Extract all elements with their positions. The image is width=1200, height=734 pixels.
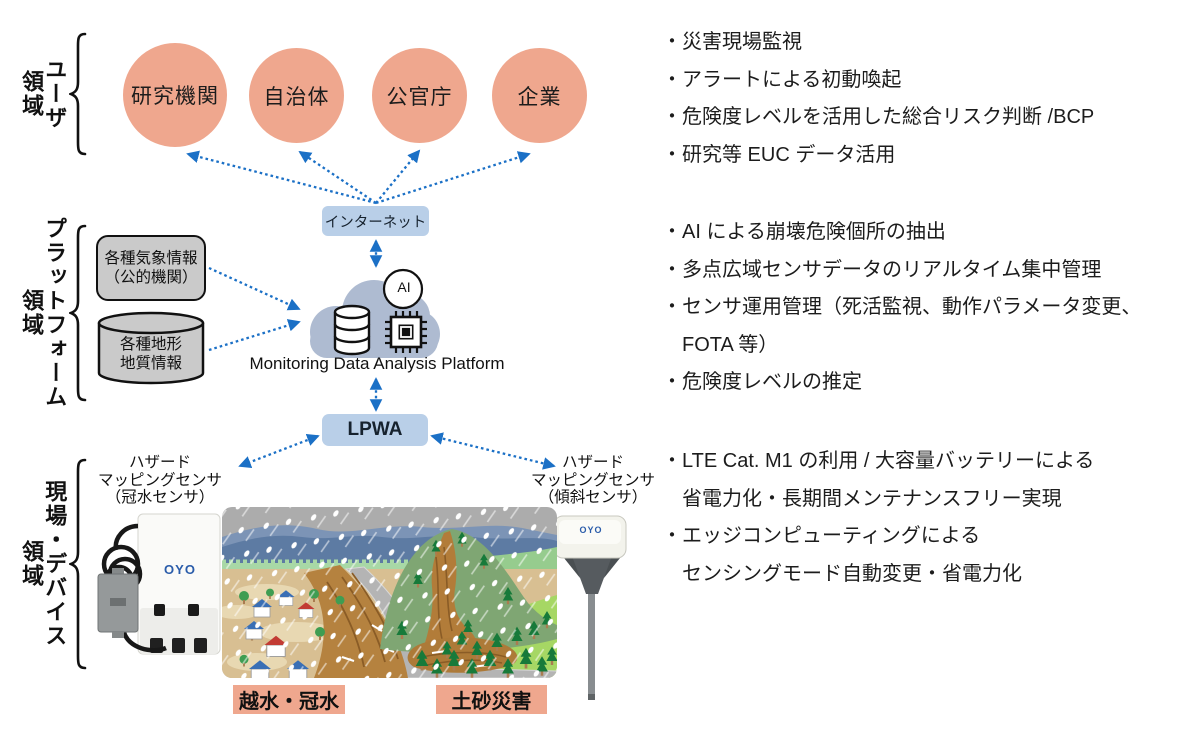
arrow-lpwa-left-sensor bbox=[238, 433, 320, 469]
node-internet: インターネット bbox=[322, 206, 429, 236]
arrow-terrain-cloud bbox=[208, 319, 301, 352]
flood-sensor-logo: OYO bbox=[164, 562, 196, 577]
node-internet-label: インターネット bbox=[324, 214, 427, 231]
arrow-weather-cloud bbox=[208, 266, 301, 311]
node-weather-info: 各種気象情報 （公的機関） bbox=[96, 235, 206, 301]
flood-sensor-illustration bbox=[97, 513, 221, 655]
ai-circle bbox=[382, 268, 424, 310]
tilt-sensor-device: OYO bbox=[550, 512, 634, 704]
node-terrain-database: 各種地形 地質情報 bbox=[96, 311, 206, 389]
left-sensor-label: ハザード マッピングセンサ （冠水センサ） bbox=[92, 454, 228, 507]
domain-field-device-label: 領域 現場・デバイス bbox=[19, 480, 68, 648]
ai-badge: AI bbox=[397, 279, 411, 295]
domain-field-device-suffix: 領域 bbox=[19, 540, 45, 588]
bullet-line-continuation: FOTA 等） bbox=[682, 333, 779, 356]
node-lpwa-label: LPWA bbox=[347, 419, 403, 440]
database-icon bbox=[333, 304, 371, 356]
weather-info-line1: 各種気象情報 bbox=[104, 249, 198, 267]
domain-field-device: 領域 現場・デバイス bbox=[19, 458, 87, 670]
tilt-sensor-logo: OYO bbox=[579, 525, 603, 535]
node-municipality: 自治体 bbox=[249, 48, 344, 143]
arrow-internet-government bbox=[375, 149, 421, 204]
weather-info-line2: （公的機関） bbox=[104, 269, 198, 286]
tilt-sensor-illustration bbox=[553, 515, 627, 700]
left-sensor-line2: マッピングセンサ bbox=[97, 471, 222, 489]
cloud-shape bbox=[310, 268, 440, 358]
bullet-line: ・センサ運用管理（死活監視、動作パラメータ変更、 bbox=[662, 296, 1142, 318]
bullet-line: ・危険度レベルの推定 bbox=[662, 371, 862, 393]
domain-field-device-main: 現場・デバイス bbox=[42, 480, 68, 648]
domain-platform-label: 領域 プラットフォーム bbox=[19, 217, 68, 409]
junction-box bbox=[97, 568, 139, 638]
right-sensor-line1: ハザード bbox=[561, 454, 624, 471]
node-government-office-label: 公官庁 bbox=[386, 85, 453, 109]
left-sensor-line1: ハザード bbox=[128, 454, 191, 471]
node-municipality-label: 自治体 bbox=[263, 85, 330, 109]
node-analysis-cloud bbox=[296, 260, 452, 372]
terrain-database-label: 各種地形 地質情報 bbox=[96, 335, 206, 374]
domain-platform-main: プラットフォーム bbox=[42, 217, 68, 409]
right-sensor-line3: （傾斜センサ） bbox=[538, 489, 648, 506]
domain-user-label: 領域 ユーザ bbox=[19, 58, 68, 130]
domain-platform-suffix: 領域 bbox=[19, 289, 45, 337]
brace-user bbox=[69, 32, 87, 156]
platform-title: Monitoring Data Analysis Platform bbox=[249, 354, 505, 373]
bullet-line: ・危険度レベルを活用した総合リスク判断 /BCP bbox=[662, 106, 1095, 128]
platform-features-list: ・AI による崩壊危険個所の抽出 ・多点広域センサデータのリアルタイム集中管理 … bbox=[662, 214, 1197, 402]
domain-user-suffix: 領域 bbox=[19, 70, 45, 118]
hazard-label-sediment: 土砂災害 bbox=[436, 685, 547, 714]
right-sensor-label: ハザード マッピングセンサ （傾斜センサ） bbox=[518, 454, 668, 507]
node-research-institute: 研究機関 bbox=[123, 43, 227, 147]
node-company: 企業 bbox=[492, 48, 587, 143]
arrow-internet-municipality bbox=[298, 150, 377, 204]
arrow-internet-research bbox=[186, 150, 377, 205]
chip-icon bbox=[385, 311, 427, 353]
bullet-line: ・多点広域センサデータのリアルタイム集中管理 bbox=[662, 258, 1102, 281]
terrain-db-line1: 各種地形 bbox=[119, 336, 182, 353]
database-cylinder-icon bbox=[97, 311, 205, 385]
node-lpwa: LPWA bbox=[322, 414, 428, 446]
node-government-office: 公官庁 bbox=[372, 48, 467, 143]
bullet-line: ・アラートによる初動喚起 bbox=[662, 68, 902, 91]
right-sensor-line2: マッピングセンサ bbox=[530, 471, 655, 489]
node-company-label: 企業 bbox=[517, 85, 562, 109]
left-sensor-line3: （冠水センサ） bbox=[105, 489, 215, 506]
flood-sensor-device: OYO bbox=[94, 512, 224, 662]
bullet-line: ・研究等 EUC データ活用 bbox=[662, 143, 896, 166]
bullet-line: ・エッジコンピューティングによる bbox=[662, 525, 981, 547]
hazard-label-flood: 越水・冠水 bbox=[233, 685, 345, 714]
node-research-institute-label: 研究機関 bbox=[131, 85, 219, 108]
arrow-internet-company bbox=[375, 151, 531, 205]
bullet-line: ・災害現場監視 bbox=[662, 31, 802, 53]
bullet-line-continuation: 省電力化・長期間メンテナンスフリー実現 bbox=[682, 487, 1062, 510]
brace-field-device bbox=[69, 458, 87, 670]
domain-platform: 領域 プラットフォーム bbox=[19, 217, 87, 409]
terrain-db-line2: 地質情報 bbox=[119, 355, 182, 373]
domain-user-main: ユーザ bbox=[42, 58, 68, 130]
domain-user: 領域 ユーザ bbox=[19, 32, 87, 156]
user-benefits-list: ・災害現場監視 ・アラートによる初動喚起 ・危険度レベルを活用した総合リスク判断… bbox=[662, 24, 1197, 174]
device-features-list: ・LTE Cat. M1 の利用 / 大容量バッテリーによる 省電力化・長期間メ… bbox=[662, 443, 1197, 593]
bullet-line-continuation: センシングモード自動変更・省電力化 bbox=[682, 562, 1022, 585]
disaster-scene-illustration bbox=[222, 507, 557, 678]
brace-platform bbox=[69, 224, 87, 402]
bullet-line: ・LTE Cat. M1 の利用 / 大容量バッテリーによる bbox=[662, 450, 1095, 472]
scene-rain-overlay bbox=[222, 507, 557, 678]
bullet-line: ・AI による崩壊危険個所の抽出 bbox=[662, 221, 946, 243]
